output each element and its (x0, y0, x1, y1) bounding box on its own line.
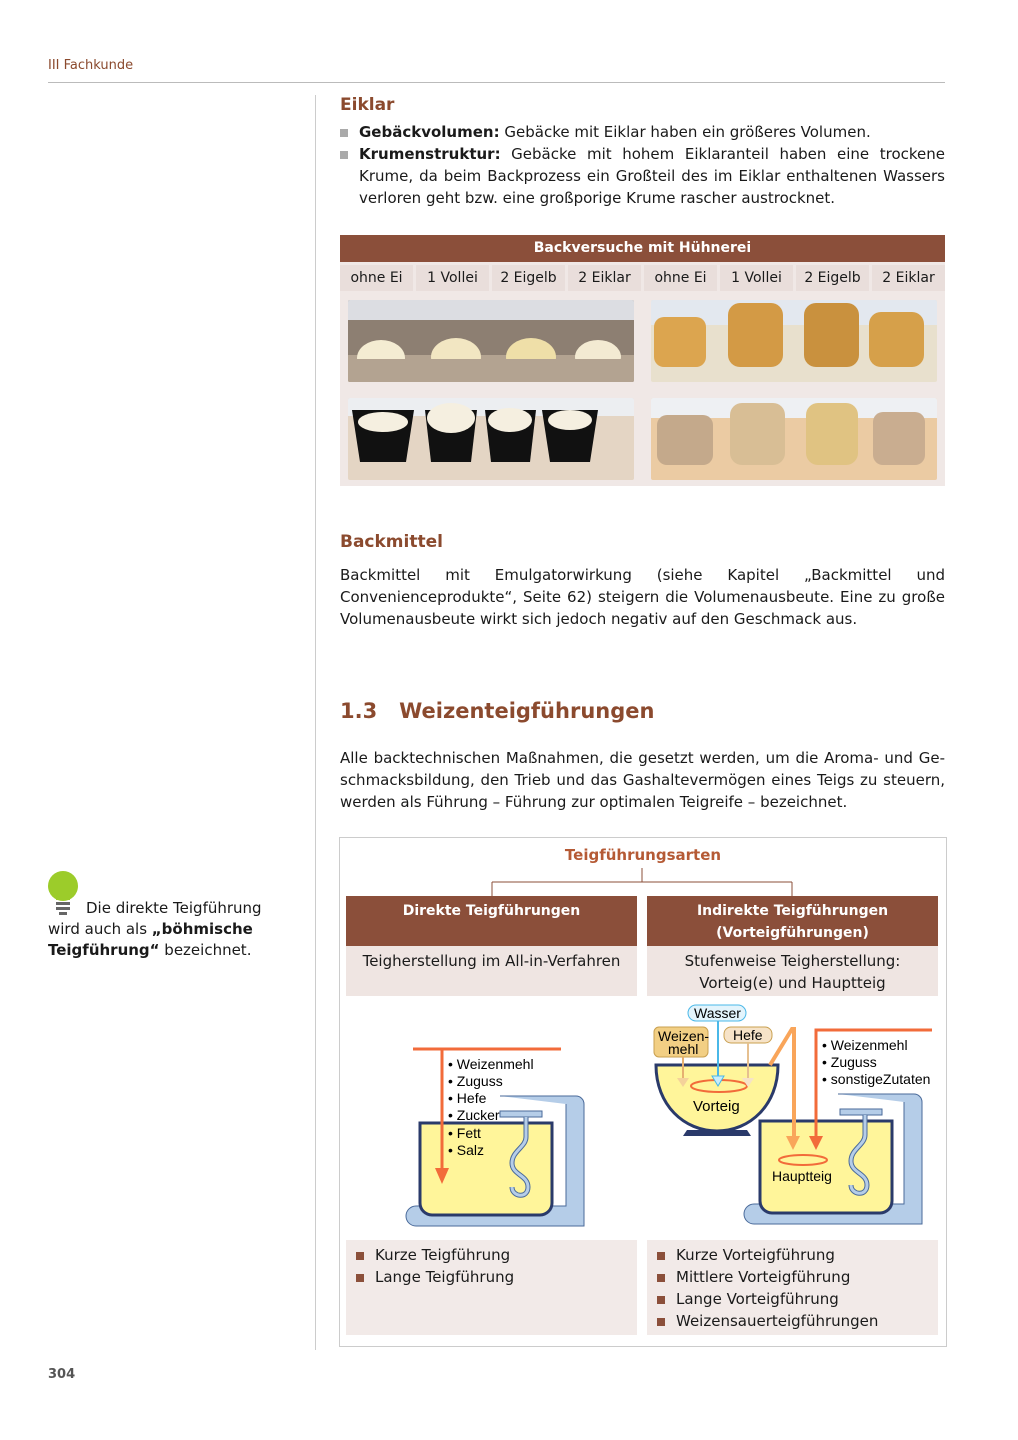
svg-text:Wasser: Wasser (694, 1005, 741, 1021)
direct-header: Direkte Teigführungen (346, 896, 637, 946)
direct-ingredients: • Weizenmehl • Zuguss • Hefe • Zucker • … (448, 1056, 534, 1158)
photo-baked-loaves (651, 300, 937, 382)
list-item: Mittlere Vorteigführung (657, 1266, 938, 1288)
svg-text:• Hefe: • Hefe (448, 1090, 487, 1106)
direct-arrow-icon (413, 1047, 561, 1179)
eiklar-heading: Eiklar (340, 95, 395, 115)
column-header: ohne Ei (340, 265, 413, 291)
column-header: ohne Ei (644, 265, 717, 291)
table-columns: ohne Ei 1 Vollei 2 Eigelb 2 Eiklar ohne … (340, 265, 945, 291)
svg-text:• Fett: • Fett (448, 1125, 481, 1141)
header-divider (48, 82, 945, 83)
direct-mixer-icon (405, 1095, 585, 1227)
column-header: 2 Eiklar (568, 265, 641, 291)
column-header: 1 Vollei (720, 265, 793, 291)
backmittel-text: Backmittel mit Emulgatorwirkung (siehe K… (340, 566, 945, 628)
column-header: 2 Eigelb (492, 265, 565, 291)
list-item: Gebäckvolumen: Gebäcke mit Eiklar haben … (340, 121, 945, 143)
diagram-connector (491, 868, 793, 896)
lightbulb-icon (48, 871, 78, 915)
svg-text:• Zuguss: • Zuguss (448, 1073, 503, 1089)
running-head: III Fachkunde (48, 58, 134, 73)
table-title: Backversuche mit Hühnerei (340, 235, 945, 262)
column-header: 2 Eiklar (872, 265, 945, 291)
photo-dough-balls (348, 300, 634, 382)
photo-loaf-cross-sections (651, 398, 937, 480)
svg-text:mehl: mehl (668, 1041, 698, 1057)
mixer-illustrations: • Weizenmehl • Zuguss • Hefe • Zucker • … (405, 1004, 932, 1227)
column-header: 2 Eigelb (796, 265, 869, 291)
indirect-desc: Stufenweise Teigherstellung:Vorteig(e) u… (647, 946, 938, 996)
egg-baking-table: Backversuche mit Hühnerei ohne Ei 1 Voll… (340, 235, 945, 486)
list-item: Kurze Teigführung (356, 1244, 637, 1266)
indirect-types-list: Kurze Vorteigführung Mittlere Vorteigfüh… (647, 1240, 938, 1335)
svg-text:• Zuguss: • Zuguss (822, 1054, 877, 1070)
svg-text:• Weizenmehl: • Weizenmehl (822, 1037, 908, 1053)
list-item: Krumenstruktur: Gebäcke mit hohem Eiklar… (340, 143, 945, 209)
svg-text:Weizen-: Weizen- (658, 1028, 709, 1044)
svg-text:Hauptteig: Hauptteig (772, 1168, 832, 1184)
eiklar-list: Gebäckvolumen: Gebäcke mit Eiklar haben … (340, 121, 945, 209)
section-heading: 1.3 Weizenteigführungen (340, 699, 655, 723)
list-item: Weizensauerteigführungen (657, 1310, 938, 1332)
indirect-header: Indirekte Teigführungen(Vorteigführungen… (647, 896, 938, 946)
column-divider (315, 95, 316, 1350)
list-item: Lange Vorteigführung (657, 1288, 938, 1310)
direct-types-list: Kurze Teigführung Lange Teigführung (346, 1240, 637, 1335)
svg-text:• Salz: • Salz (448, 1142, 484, 1158)
backmittel-heading: Backmittel (340, 532, 443, 552)
section-text: Alle backtechnischen Maßnahmen, die gese… (340, 749, 945, 811)
page-number: 304 (48, 1367, 76, 1382)
photo-dough-in-pans (348, 398, 634, 480)
side-note: Die direkte Teigführung wird auch als „b… (48, 899, 262, 959)
svg-text:Vorteig: Vorteig (693, 1098, 740, 1115)
list-item: Kurze Vorteigführung (657, 1244, 938, 1266)
diagram-title: Teigführungsarten (564, 846, 722, 864)
direct-desc: Teigherstellung im All-in-Verfahren (346, 946, 637, 996)
svg-text:• Weizenmehl: • Weizenmehl (448, 1056, 534, 1072)
svg-text:• sonstigeZutaten: • sonstigeZutaten (822, 1071, 930, 1087)
column-header: 1 Vollei (416, 265, 489, 291)
svg-text:Hefe: Hefe (733, 1027, 763, 1043)
list-item: Lange Teigführung (356, 1266, 637, 1288)
dough-methods-diagram: Teigführungsarten Direkte Teigführungen … (339, 837, 947, 1347)
svg-text:• Zucker: • Zucker (448, 1107, 500, 1123)
hauptteig-mixer-icon: Hauptteig (743, 1093, 923, 1225)
